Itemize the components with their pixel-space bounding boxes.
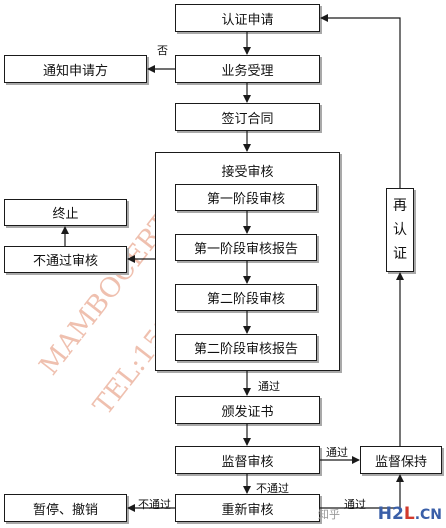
node-stage1-report: 第一阶段审核报告 xyxy=(175,234,317,261)
node-notify: 通知申请方 xyxy=(4,55,147,83)
node-stage2: 第二阶段审核 xyxy=(175,284,317,311)
node-recertify: 再 认 证 xyxy=(386,188,414,272)
recertify-char-1: 再 xyxy=(393,198,407,214)
label-pass-reaudit: 通过 xyxy=(344,498,366,511)
node-contract: 签订合同 xyxy=(175,103,320,131)
node-accept: 业务受理 xyxy=(175,55,320,83)
recertify-char-3: 证 xyxy=(393,246,407,262)
label-no: 否 xyxy=(157,44,168,57)
node-maintain: 监督保持 xyxy=(360,446,442,474)
footer-brand-part1: H2 xyxy=(377,504,404,524)
node-suspend: 暂停、撤销 xyxy=(4,494,127,522)
node-terminate: 终止 xyxy=(4,199,127,226)
label-pass-supervise: 通过 xyxy=(326,446,348,459)
label-fail-supervise: 不通过 xyxy=(256,482,289,495)
label-pass-issue: 通过 xyxy=(258,380,280,393)
node-stage2-report: 第二阶段审核报告 xyxy=(175,334,317,361)
footer-brand-part2: L xyxy=(403,504,415,524)
node-supervise: 监督审核 xyxy=(175,446,320,474)
label-fail-reaudit: 不通过 xyxy=(138,498,171,511)
footer-brand-logo: H2L.CN xyxy=(378,504,442,524)
node-fail-review: 不通过审核 xyxy=(4,246,127,273)
node-reaudit: 重新审核 xyxy=(175,494,320,522)
footer-brand-suffix: .CN xyxy=(414,507,442,523)
recertify-char-2: 认 xyxy=(393,222,407,238)
node-stage1: 第一阶段审核 xyxy=(175,184,317,211)
node-issue: 颁发证书 xyxy=(175,396,320,424)
footer-zhihu: 知乎 xyxy=(318,508,340,521)
node-apply: 认证申请 xyxy=(175,4,320,32)
review-group-title: 接受审核 xyxy=(221,165,274,180)
